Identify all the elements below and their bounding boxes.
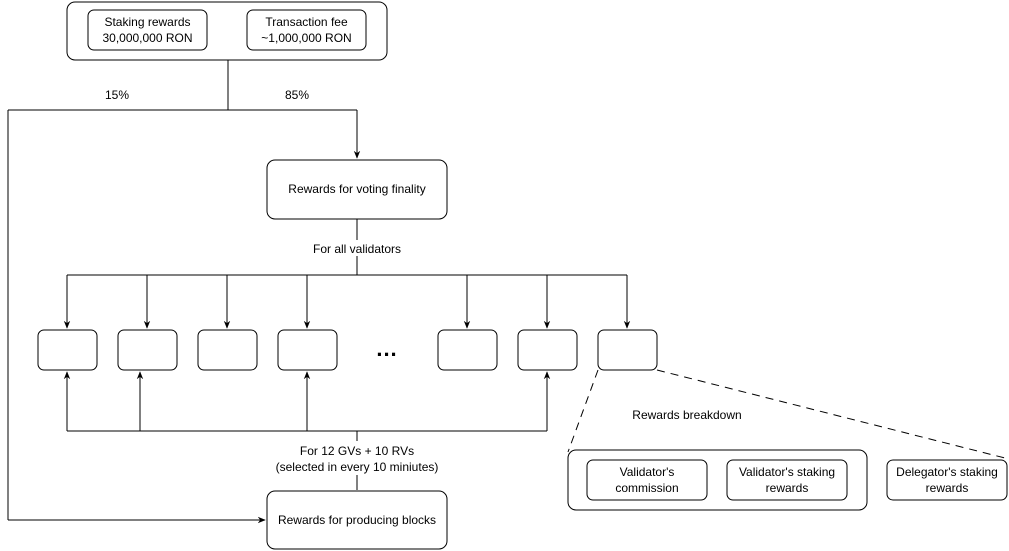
staking-rewards-label: Staking rewards <box>104 15 190 29</box>
breakdown-dashed-left <box>567 369 599 453</box>
validator-box <box>37 329 98 371</box>
staking-rewards-box <box>87 9 208 51</box>
staking-rewards-amount: 30,000,000 RON <box>102 31 192 45</box>
validator-box <box>277 329 338 371</box>
validator-commission-line1: Validator's <box>620 465 675 479</box>
label-backdrop <box>268 441 448 475</box>
validators-ellipsis: ... <box>376 336 397 361</box>
producing-blocks-label: Rewards for producing blocks <box>278 513 436 527</box>
validator-commission-line2: commission <box>615 481 678 495</box>
rewards-breakdown-title: Rewards breakdown <box>632 408 741 422</box>
validator-box <box>197 329 258 371</box>
breakdown-dashed-right <box>656 369 1006 459</box>
delegator-staking-line1: Delegator's staking <box>896 465 998 479</box>
producing-blocks-box <box>266 490 448 550</box>
validator-commission-box <box>586 459 708 501</box>
validator-staking-line2: rewards <box>766 481 809 495</box>
split-right-percent: 85% <box>285 88 309 102</box>
selection-interval-label: (selected in every 10 miniutes) <box>276 460 439 474</box>
delegator-staking-line2: rewards <box>926 481 969 495</box>
for-all-validators-label: For all validators <box>313 242 401 256</box>
transaction-fee-box <box>246 9 367 51</box>
for-gvs-rvs-label: For 12 GVs + 10 RVs <box>300 444 414 458</box>
label-backdrop <box>300 240 415 256</box>
split-left-percent: 15% <box>105 88 129 102</box>
validator-staking-box <box>726 459 848 501</box>
transaction-fee-label: Transaction fee <box>265 15 348 29</box>
voting-finality-label: Rewards for voting finality <box>288 182 425 196</box>
validator-staking-line1: Validator's staking <box>739 465 835 479</box>
validator-box <box>117 329 178 371</box>
transaction-fee-amount: ~1,000,000 RON <box>261 31 351 45</box>
validator-box <box>517 329 578 371</box>
delegator-staking-box <box>886 459 1008 501</box>
validator-box-expanded <box>597 329 658 371</box>
validator-box <box>437 329 498 371</box>
